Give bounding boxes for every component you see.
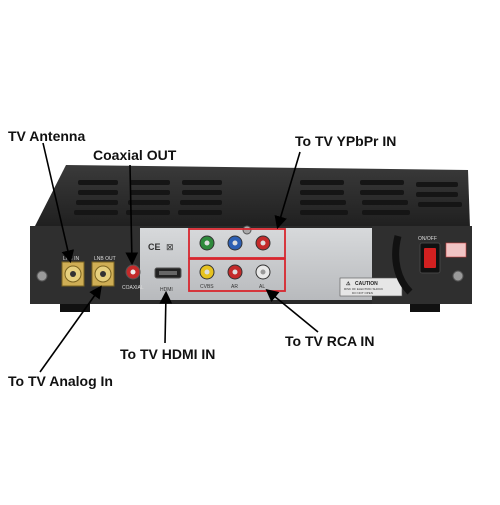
coaxial-jack	[125, 264, 141, 280]
svg-text:⊠: ⊠	[166, 242, 174, 252]
chassis-top	[35, 165, 470, 228]
caution-title: CAUTION	[355, 281, 378, 287]
lnb-out-label: LNB OUT	[94, 256, 116, 262]
caution-sub2: DO NOT OPEN	[352, 291, 373, 295]
rca-jacks	[199, 264, 271, 280]
ypbpr-highlight-box	[188, 228, 286, 259]
arrow-coaxial-out	[125, 164, 139, 266]
hdmi-port	[154, 267, 182, 279]
pointer-arrows	[39, 142, 319, 373]
hdmi-port-label: HDMI	[160, 287, 173, 293]
svg-text:CE: CE	[148, 242, 161, 252]
callout-rca: To TV RCA IN	[285, 333, 375, 349]
svg-text:⚠: ⚠	[346, 281, 351, 287]
caution-label: ⚠ CAUTION RISK OF ELECTRIC SHOCK DO NOT …	[339, 277, 403, 297]
arrow-hdmi	[159, 290, 173, 344]
on-off-label: ON/OFF	[418, 236, 437, 242]
arrow-tv-antenna	[42, 142, 75, 264]
arrow-rca	[265, 288, 319, 333]
callout-coaxial-out: Coaxial OUT	[93, 147, 177, 163]
caution-sub1: RISK OF ELECTRIC SHOCK	[344, 287, 383, 291]
callout-hdmi: To TV HDMI IN	[120, 346, 216, 362]
callout-ypbpr: To TV YPbPr IN	[295, 133, 397, 149]
ypbpr-jacks	[199, 235, 271, 251]
arrow-ypbpr	[274, 151, 301, 230]
cvbs-label: CVBS	[200, 284, 214, 290]
callout-tv-antenna: TV Antenna	[8, 128, 86, 144]
coaxial-label: COAXIAL	[122, 285, 144, 291]
power-section	[392, 235, 467, 295]
lne-in-label: LNE IN	[63, 256, 80, 262]
ar-label: AR	[231, 284, 238, 290]
rca-highlight-box	[188, 258, 286, 292]
callout-analog: To TV Analog In	[8, 373, 113, 389]
al-label: AL	[259, 284, 265, 290]
arrow-analog	[39, 285, 102, 373]
